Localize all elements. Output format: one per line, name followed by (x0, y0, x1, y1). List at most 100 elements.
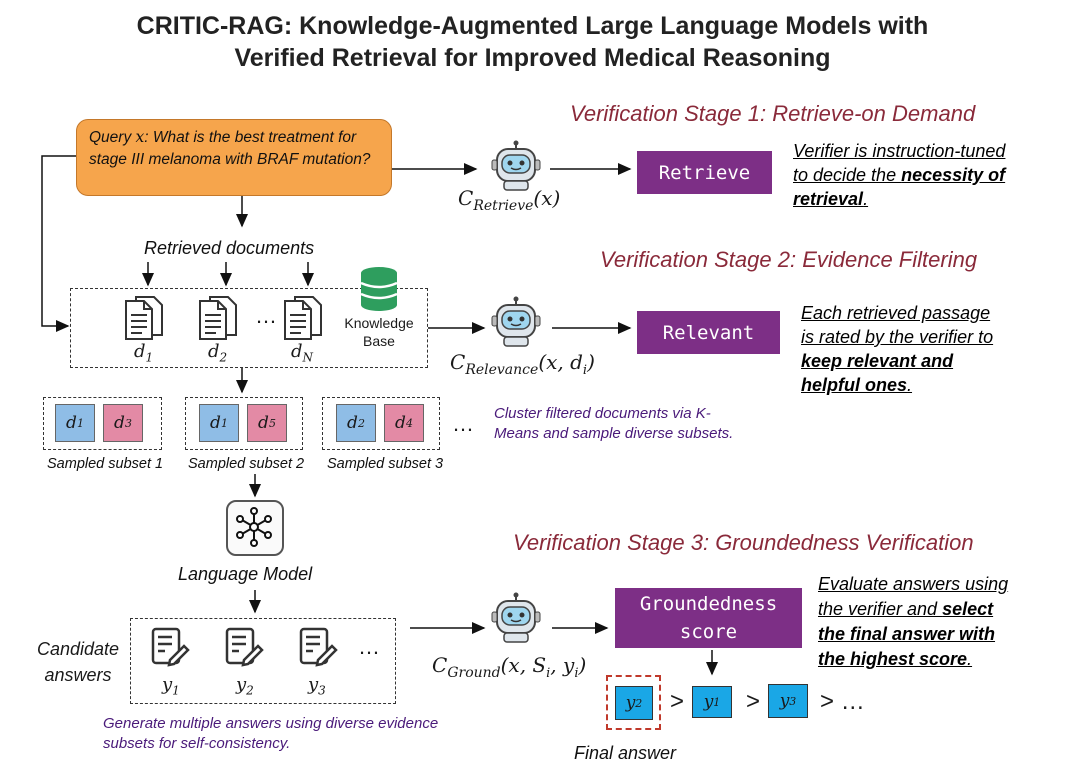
chip-var: d (347, 413, 358, 433)
verifier-args: (x, d (538, 350, 583, 374)
doc-var: d (208, 341, 220, 362)
answer-var: y (162, 674, 173, 695)
retrieved-documents-label: Retrieved documents (144, 238, 315, 258)
retrieved-documents-box (70, 288, 428, 368)
subset-2-label: Sampled subset 2 (188, 456, 305, 472)
chip-sub: 3 (124, 416, 132, 430)
verifier-close: ) (578, 653, 587, 677)
note-line: Evaluate answers using (818, 574, 1009, 594)
chip-var: d (395, 413, 406, 433)
note-line: to decide the (793, 165, 902, 185)
groundedness-label-line-1: Groundedness (639, 593, 778, 615)
relevant-output-box: Relevant (637, 311, 780, 354)
note-punct: . (967, 649, 973, 669)
verifier-symbol: C (458, 186, 474, 210)
chip-sub: 5 (268, 416, 276, 430)
verifier-label-relevance: CRelevance(x, di) (450, 350, 595, 378)
note-line: Each retrieved passage (801, 303, 991, 323)
subset-box-1 (43, 397, 162, 450)
verifier-arg-subscript: i (582, 363, 588, 378)
chip-var: d (114, 413, 125, 433)
network-icon (236, 507, 272, 547)
verifier-subscript: Retrieve (473, 198, 534, 214)
subset-box-2 (185, 397, 303, 450)
answer-label-1: y1 (162, 674, 180, 698)
relevant-output-label: Relevant (662, 321, 755, 344)
candidate-label-line-1: Candidate (36, 639, 120, 659)
language-model-box (226, 500, 284, 556)
final-answer-highlight (606, 675, 661, 730)
rank-sub: 1 (713, 695, 721, 709)
doc-sub: N (302, 350, 314, 365)
note-line: Verifier is instruction-tuned (793, 141, 1006, 161)
final-answer-label: Final answer (574, 743, 677, 763)
document-label-2: d2 (208, 341, 227, 365)
subsets-ellipsis: … (452, 411, 474, 436)
note-punct: . (863, 189, 869, 209)
document-label-n: dN (291, 341, 313, 365)
answer-sub: 2 (246, 683, 254, 698)
subset-1-label: Sampled subset 1 (47, 456, 164, 472)
rank-sub: 2 (635, 696, 643, 710)
rank-var: y (779, 691, 790, 711)
document-icon-2 (199, 296, 237, 340)
verifier-args: (x) (533, 186, 561, 210)
rank-var: y (703, 692, 714, 712)
verifier-robot-icon-3 (491, 592, 541, 643)
figure-title: CRITIC-RAG: Knowledge-Augmented Large La… (0, 10, 1065, 74)
note-punct: . (907, 375, 913, 395)
doc-var: d (134, 341, 146, 362)
verifier-args: (x, S (500, 653, 547, 677)
chip-sub: 1 (220, 416, 228, 430)
stage-3-title: Verification Stage 3: Groundedness Verif… (513, 530, 974, 555)
candidate-answers-label: Candidate answers (28, 636, 128, 688)
verifier-args-mid: , y (550, 653, 575, 677)
generate-note: Generate multiple answers using diverse … (103, 715, 439, 752)
chip-var: d (210, 413, 221, 433)
document-icon-1 (125, 296, 163, 340)
stage-2-note: Each retrieved passage is rated by the v… (801, 301, 1055, 397)
note-emphasis: select (942, 599, 994, 619)
verifier-subscript: Ground (447, 665, 501, 681)
greater-than-2: > (746, 688, 761, 715)
chip-sub: 4 (405, 416, 413, 430)
verifier-symbol: C (432, 653, 448, 677)
candidate-label-line-2: answers (44, 665, 112, 685)
chip-sub: 2 (357, 416, 365, 430)
retrieve-output-box: Retrieve (637, 151, 772, 194)
verifier-robot-icon-2 (491, 296, 541, 347)
chip-var: d (66, 413, 77, 433)
query-prefix: Query (89, 129, 136, 146)
answer-icon-1 (151, 627, 190, 667)
verifier-subscript: Relevance (465, 362, 539, 378)
answer-var: y (308, 674, 319, 695)
cluster-note: Cluster filtered documents via K-Means a… (494, 405, 734, 442)
greater-than-1: > (670, 688, 685, 715)
groundedness-label-line-2: score (679, 621, 738, 643)
rank-sub: 3 (789, 694, 797, 708)
candidate-answers-box (130, 618, 396, 704)
title-line-2: Verified Retrieval for Improved Medical … (234, 44, 831, 72)
answer-sub: 3 (318, 683, 326, 698)
chip-sub: 1 (76, 416, 84, 430)
retrieve-output-label: Retrieve (658, 161, 751, 184)
subset-3-label: Sampled subset 3 (327, 456, 444, 472)
answer-sub: 1 (172, 683, 180, 698)
query-box: Query x: What is the best treatment for … (76, 119, 392, 196)
verifier-robot-icon-1 (491, 140, 541, 191)
title-line-1: CRITIC-RAG: Knowledge-Augmented Large La… (136, 12, 929, 40)
database-icon (360, 267, 398, 311)
stage-1-title: Verification Stage 1: Retrieve-on Demand (570, 101, 976, 126)
note-emphasis: helpful ones (801, 375, 908, 395)
answer-icon-3 (299, 627, 338, 667)
document-label-1: d1 (134, 341, 153, 365)
note-emphasis: the final answer with (818, 624, 996, 644)
